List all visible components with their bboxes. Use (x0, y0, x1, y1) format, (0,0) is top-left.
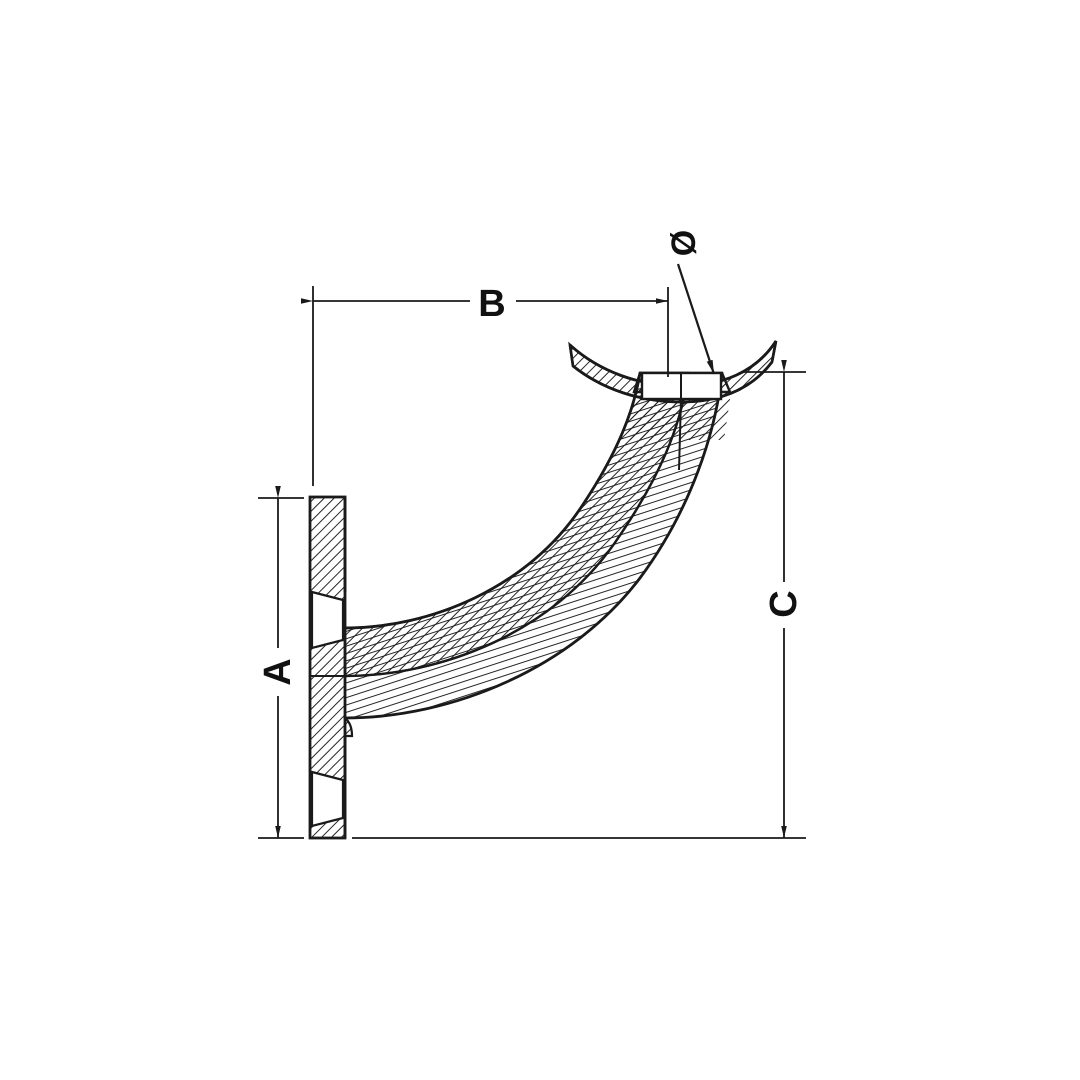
diameter-leader-line (676, 263, 716, 375)
diameter-callout: Ø (665, 230, 716, 375)
diameter-symbol-icon: Ø (665, 230, 703, 256)
flange-bolt-hole-lower (310, 770, 345, 828)
dimension-b-label: B (478, 283, 505, 325)
arm-flange-bottom-fillet (343, 715, 354, 738)
flange-bolt-hole-upper (310, 590, 345, 650)
part-body (308, 340, 778, 840)
dimension-c-label: C (763, 590, 805, 617)
dimension-a-label: A (257, 658, 299, 685)
saddle-right-tip (770, 340, 778, 363)
dim-c-label-mask (764, 582, 806, 628)
saddle-left-tip (568, 344, 575, 367)
dimension-b: B (301, 282, 669, 486)
dim-a-label-mask (258, 648, 298, 696)
saddle-neck-body (627, 399, 730, 440)
neck-centre-line (678, 398, 682, 471)
dimension-a: A (257, 486, 304, 839)
dim-b-label-mask (470, 282, 516, 322)
dimension-c: C (352, 360, 806, 839)
